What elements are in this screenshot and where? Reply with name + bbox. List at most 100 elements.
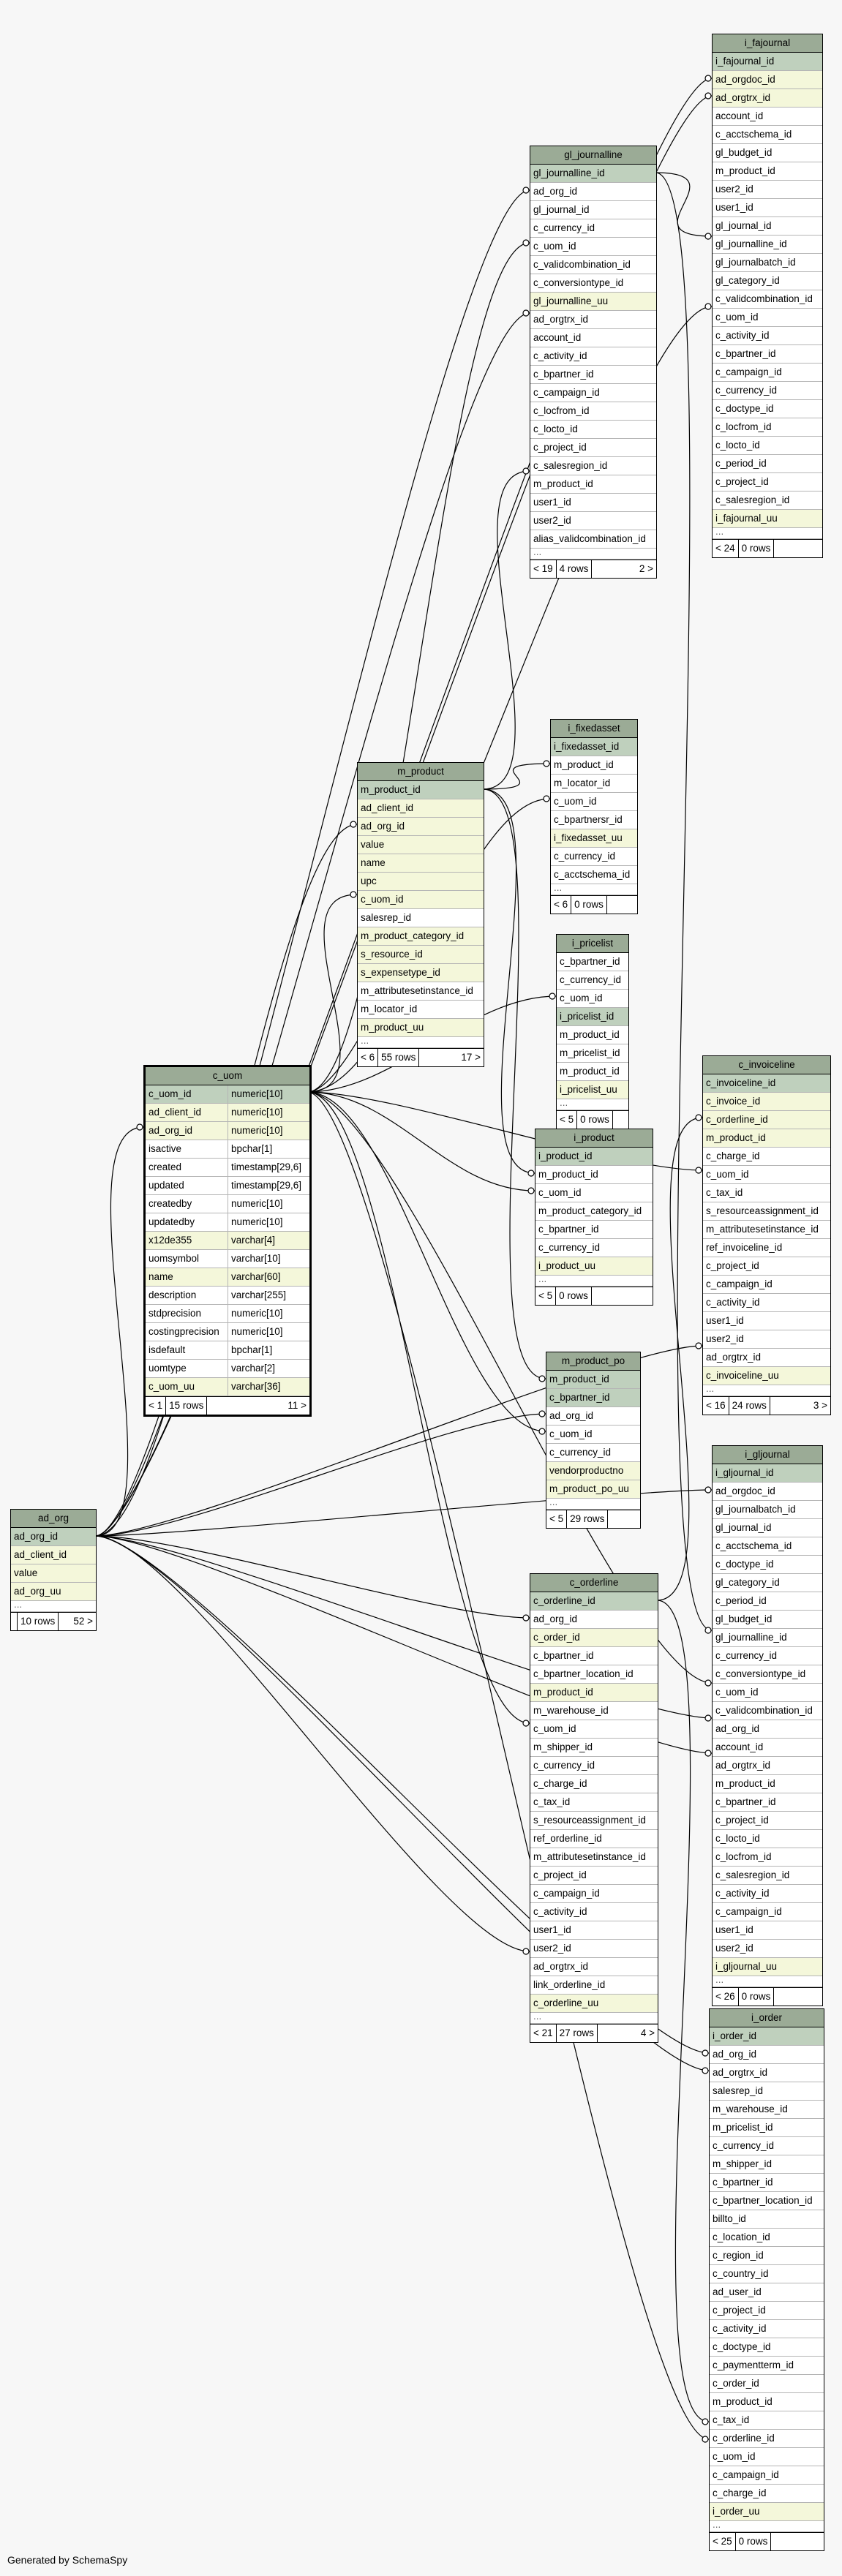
column-row[interactable]: c_acctschema_id xyxy=(713,1537,822,1556)
column-row[interactable]: gl_journalbatch_id xyxy=(713,1501,822,1519)
column-row[interactable]: c_acctschema_id xyxy=(551,866,637,884)
table-title[interactable]: c_orderline xyxy=(530,1574,658,1592)
column-row[interactable]: m_product_id xyxy=(530,475,656,494)
table-title[interactable]: i_order xyxy=(710,2009,824,2027)
column-row[interactable]: c_uom_id xyxy=(358,891,484,909)
column-row[interactable]: c_uom_id xyxy=(530,238,656,256)
column-row[interactable]: gl_journalline_uu xyxy=(530,293,656,311)
column-row[interactable]: m_product_id xyxy=(557,1063,628,1081)
column-row[interactable]: c_project_id xyxy=(713,473,822,492)
column-row[interactable]: c_uom_id xyxy=(713,309,822,327)
column-row[interactable]: ad_org_id xyxy=(710,2046,824,2064)
column-row[interactable]: ad_client_id xyxy=(11,1546,96,1564)
column-row[interactable]: ad_orgtrx_id xyxy=(703,1349,830,1367)
column-row[interactable]: m_warehouse_id xyxy=(710,2101,824,2119)
column-row[interactable]: c_currency_id xyxy=(557,971,628,990)
column-row[interactable]: c_activity_id xyxy=(530,347,656,366)
column-row[interactable]: c_bpartner_location_id xyxy=(710,2192,824,2210)
column-row[interactable]: c_locfrom_id xyxy=(530,402,656,421)
column-row[interactable]: account_id xyxy=(530,329,656,347)
column-row[interactable]: c_uom_id xyxy=(703,1166,830,1184)
column-row[interactable]: c_activity_id xyxy=(710,2320,824,2338)
column-row[interactable]: ad_orgtrx_id xyxy=(713,1757,822,1775)
column-row[interactable]: i_product_uu xyxy=(535,1257,653,1276)
column-row[interactable]: ad_user_id xyxy=(710,2283,824,2302)
column-row[interactable]: upc xyxy=(358,873,484,891)
column-row[interactable]: ad_client_id xyxy=(358,799,484,818)
column-row[interactable]: i_product_id xyxy=(535,1148,653,1166)
column-row[interactable]: m_product_id xyxy=(530,1684,658,1702)
column-row[interactable]: c_orderline_uu xyxy=(530,1995,658,2013)
column-row[interactable]: ad_org_id xyxy=(530,183,656,201)
column-row[interactable]: user2_id xyxy=(530,512,656,530)
column-row[interactable]: gl_journalbatch_id xyxy=(713,254,822,272)
column-row[interactable]: m_product_id xyxy=(713,162,822,181)
column-row[interactable]: i_fixedasset_id xyxy=(551,738,637,756)
column-row[interactable]: c_validcombination_id xyxy=(530,256,656,274)
column-row[interactable]: m_product_id xyxy=(710,2393,824,2411)
column-row[interactable]: c_project_id xyxy=(530,1867,658,1885)
column-row[interactable]: gl_journal_id xyxy=(713,217,822,236)
column-row[interactable]: c_activity_id xyxy=(713,1885,822,1903)
column-row[interactable]: m_product_category_id xyxy=(358,927,484,946)
column-row[interactable]: m_product_id xyxy=(358,781,484,799)
column-row[interactable]: gl_journalline_id xyxy=(530,165,656,183)
column-row[interactable]: c_activity_id xyxy=(530,1903,658,1921)
column-row[interactable]: c_activity_id xyxy=(703,1294,830,1312)
column-row[interactable]: c_paymentterm_id xyxy=(710,2357,824,2375)
column-row[interactable]: m_product_uu xyxy=(358,1019,484,1037)
column-row[interactable]: c_salesregion_id xyxy=(530,457,656,475)
column-row[interactable]: c_project_id xyxy=(530,439,656,457)
column-row[interactable]: c_bpartner_id xyxy=(535,1221,653,1239)
column-row[interactable]: s_resourceassignment_id xyxy=(703,1202,830,1221)
table-title[interactable]: i_fajournal xyxy=(713,34,822,53)
column-row[interactable]: c_bpartner_id xyxy=(557,953,628,971)
column-row[interactable]: m_product_id xyxy=(535,1166,653,1184)
column-row[interactable]: c_invoiceline_id xyxy=(703,1074,830,1093)
column-row[interactable]: ad_org_uu xyxy=(11,1583,96,1601)
column-row[interactable]: c_currency_id xyxy=(530,1757,658,1775)
column-row[interactable]: ad_orgtrx_id xyxy=(710,2064,824,2082)
column-row[interactable]: c_currency_id xyxy=(713,1647,822,1665)
column-row[interactable]: c_tax_id xyxy=(530,1793,658,1812)
column-row[interactable]: s_expensetype_id xyxy=(358,964,484,982)
column-row[interactable]: c_bpartner_id xyxy=(530,1647,658,1665)
column-row[interactable]: m_pricelist_id xyxy=(710,2119,824,2137)
column-row[interactable]: c_locto_id xyxy=(530,421,656,439)
column-row[interactable]: user1_id xyxy=(703,1312,830,1330)
column-row[interactable]: c_uom_id xyxy=(546,1426,640,1444)
column-row[interactable]: s_resource_id xyxy=(358,946,484,964)
column-row[interactable]: gl_journalline_id xyxy=(713,1629,822,1647)
column-row[interactable]: user1_id xyxy=(530,1921,658,1940)
column-row[interactable]: c_locfrom_id xyxy=(713,1848,822,1867)
column-row[interactable]: ad_org_id xyxy=(11,1528,96,1546)
column-row[interactable]: c_country_id xyxy=(710,2265,824,2283)
column-row[interactable]: gl_category_id xyxy=(713,272,822,290)
column-row[interactable]: c_conversiontype_id xyxy=(530,274,656,293)
column-row[interactable]: c_salesregion_id xyxy=(713,492,822,510)
column-row[interactable]: gl_journalline_id xyxy=(713,236,822,254)
column-row[interactable]: m_attributesetinstance_id xyxy=(703,1221,830,1239)
table-title[interactable]: m_product_po xyxy=(546,1352,640,1371)
column-row[interactable]: c_orderline_id xyxy=(530,1592,658,1611)
column-row[interactable]: m_product_id xyxy=(557,1026,628,1044)
column-row[interactable]: c_invoiceline_uu xyxy=(703,1367,830,1385)
column-row[interactable]: c_acctschema_id xyxy=(713,126,822,144)
table-title[interactable]: c_invoiceline xyxy=(703,1056,830,1074)
column-row[interactable]: c_bpartner_id xyxy=(546,1389,640,1407)
column-row[interactable]: link_orderline_id xyxy=(530,1976,658,1995)
table-title[interactable]: c_uom xyxy=(146,1067,309,1085)
column-row[interactable]: c_currency_id xyxy=(551,848,637,866)
